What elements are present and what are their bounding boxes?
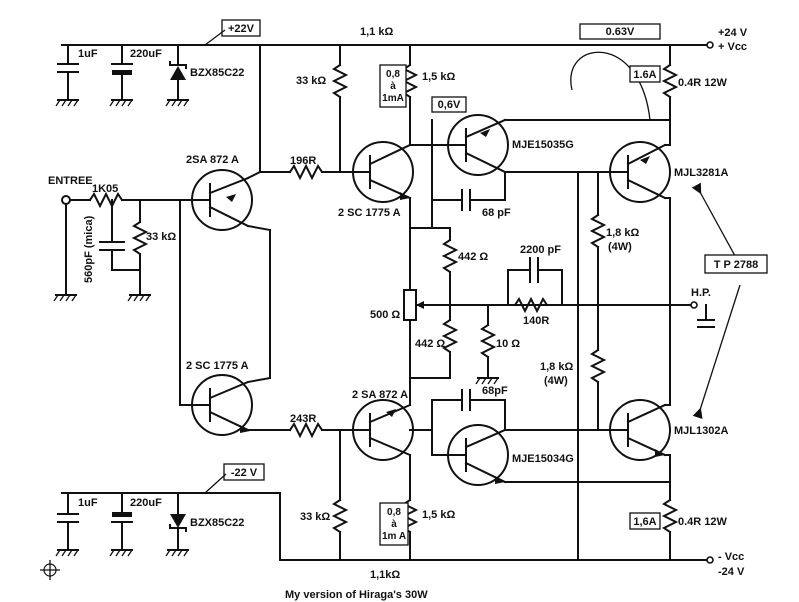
r-10: 10 Ω <box>496 338 520 350</box>
negative-rail <box>61 492 707 561</box>
r-04-bot: 0.4R 12W <box>678 516 728 528</box>
q1-label: 2SA 872 A <box>186 154 239 166</box>
svg-text:0,8: 0,8 <box>386 69 400 80</box>
r-bot-11k: 1,1kΩ <box>370 569 400 581</box>
q7-label: MJL3281A <box>674 167 728 179</box>
label-bias-voltage: 0.63V <box>579 23 661 40</box>
q5-label: MJE15035G <box>512 139 574 151</box>
r-04-top: 0.4R 12W <box>678 77 728 89</box>
transistor-q2 <box>179 374 253 436</box>
c-2200: 2200 pF <box>520 244 561 256</box>
top-decoupling <box>55 44 189 107</box>
c-top-2: 220uF <box>130 48 162 60</box>
r-bot-33k: 33 kΩ <box>300 511 330 523</box>
transistor-q1 <box>179 169 272 232</box>
r-442-bot: 442 Ω <box>415 338 445 350</box>
q8-label: MJL1302A <box>674 425 728 437</box>
r-top-15k: 1,5 kΩ <box>422 71 455 83</box>
z-bot: BZX85C22 <box>190 517 244 529</box>
svg-text:1,6A: 1,6A <box>633 516 656 528</box>
svg-text:+22V: +22V <box>228 23 255 35</box>
svg-text:à: à <box>391 519 397 530</box>
label-bias-current-bottom: 1,6A <box>629 512 661 530</box>
r-bot-15k: 1,5 kΩ <box>422 509 455 521</box>
r-18k-top-b: (4W) <box>608 241 632 253</box>
vcc-pos-v: +24 V <box>718 27 748 39</box>
r-in: 1K05 <box>92 183 118 195</box>
c-68-bot: 68pF <box>482 385 508 397</box>
label-current-top: 0,8 à 1mA <box>379 64 407 108</box>
q6-label: MJE15034G <box>512 453 574 465</box>
q2-label: 2 SC 1775 A <box>186 360 249 372</box>
label-pos-rail: +22V <box>204 19 261 46</box>
bottom-decoupling <box>55 492 189 557</box>
driver-wiring <box>409 119 671 483</box>
r-top-11k: 1,1 kΩ <box>360 26 393 38</box>
z-top: BZX85C22 <box>190 67 244 79</box>
r-243: 243R <box>290 413 316 425</box>
svg-text:0.63V: 0.63V <box>606 26 635 38</box>
c-68-top: 68 pF <box>482 207 511 219</box>
label-neg-rail: -22 V <box>204 463 265 494</box>
svg-text:0,6V: 0,6V <box>438 99 461 111</box>
transistor-q5 <box>431 114 509 176</box>
r-18k-bot-b: (4W) <box>544 375 568 387</box>
label-bias-current-top: 1.6A <box>629 65 661 83</box>
output-wiring <box>40 41 741 580</box>
input-label: ENTREE <box>48 175 93 187</box>
pot-500: 500 Ω <box>370 309 400 321</box>
c-bot-2: 220uF <box>130 497 162 509</box>
vcc-neg: - Vcc <box>718 551 744 563</box>
r-18k-bot-a: 1,8 kΩ <box>540 361 573 373</box>
r-in-33k: 33 kΩ <box>146 231 176 243</box>
r-196: 196R <box>290 155 316 167</box>
svg-text:à: à <box>390 81 396 92</box>
input-pair-wiring <box>179 44 371 439</box>
input-network <box>53 191 181 302</box>
vas-wiring <box>331 44 671 561</box>
q3-label: 2 SC 1775 A <box>338 207 401 219</box>
transistor-q7 <box>609 141 671 203</box>
transistor-q8 <box>609 399 671 461</box>
q4-label: 2 SA 872 A <box>352 389 408 401</box>
vcc-neg-v: -24 V <box>718 566 745 578</box>
output-label: H.P. <box>691 287 711 299</box>
svg-text:T P 2788: T P 2788 <box>714 259 758 271</box>
transistor-q3 <box>352 141 414 203</box>
svg-text:1mA: 1mA <box>382 93 404 104</box>
c-top-1: 1uF <box>78 48 98 60</box>
svg-text:0,8: 0,8 <box>387 507 401 518</box>
c-bot-1: 1uF <box>78 497 98 509</box>
transistor-q6 <box>431 424 509 486</box>
label-v06: 0,6V <box>431 96 467 113</box>
r-top-33k: 33 kΩ <box>296 75 326 87</box>
svg-text:1m A: 1m A <box>382 531 406 542</box>
label-tp: T P 2788 <box>704 254 768 274</box>
c-in: 560pF (mica) <box>83 215 95 283</box>
label-current-bottom: 0,8 à 1m A <box>379 502 409 546</box>
r-18k-top-a: 1,8 kΩ <box>606 227 639 239</box>
svg-text:-22 V: -22 V <box>231 467 258 479</box>
caption: My version of Hiraga's 30W <box>285 589 428 601</box>
svg-text:1.6A: 1.6A <box>633 69 656 81</box>
vcc-pos: + Vcc <box>718 41 747 53</box>
r-442-top: 442 Ω <box>458 251 488 263</box>
r-140: 140R <box>523 315 549 327</box>
